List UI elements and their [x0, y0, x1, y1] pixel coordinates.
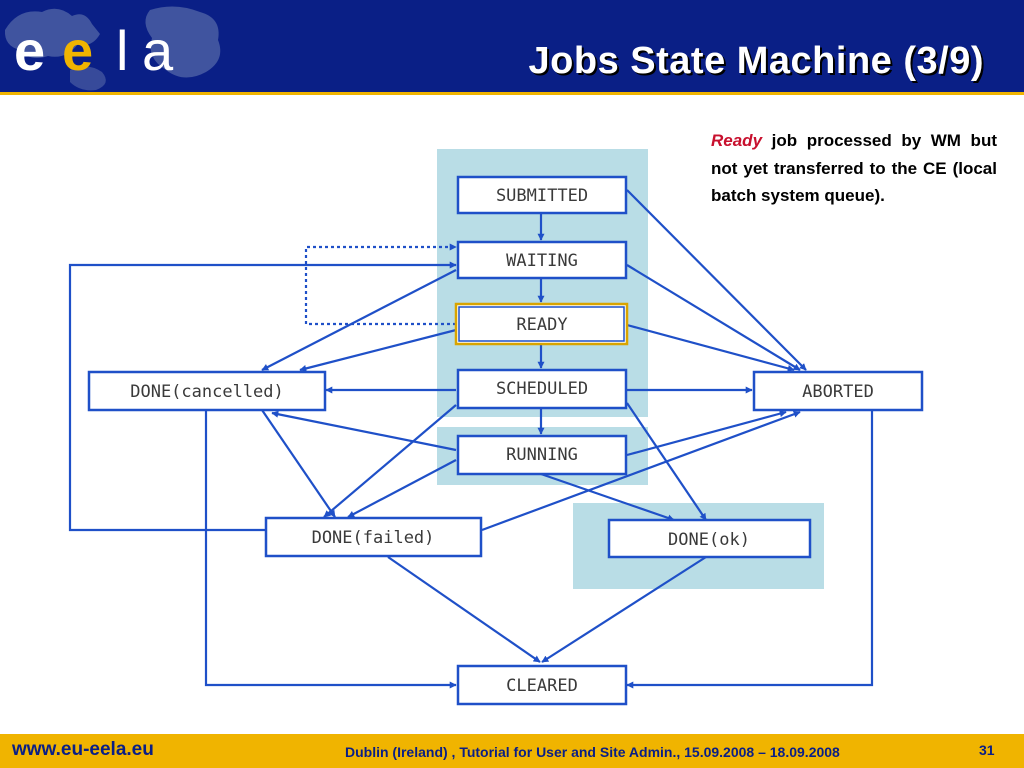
footer-event-text: Dublin (Ireland) , Tutorial for User and… [345, 744, 840, 760]
ready-keyword: Ready [711, 131, 763, 150]
footer-bar: www.eu-eela.eu Dublin (Ireland) , Tutori… [0, 734, 1024, 768]
state-done-failed-label: DONE(failed) [312, 528, 435, 548]
ready-description-text: job processed by WM but not yet transfer… [711, 131, 997, 205]
svg-text:l: l [116, 19, 128, 82]
state-submitted-label: SUBMITTED [496, 186, 588, 206]
state-submitted: SUBMITTED [456, 175, 628, 215]
transition-arrows [68, 189, 874, 689]
state-running: RUNNING [456, 434, 628, 476]
state-ready-label: READY [516, 315, 567, 335]
arrow-cancelled-failed [261, 409, 336, 518]
page-number: 31 [979, 742, 995, 758]
state-aborted-label: ABORTED [802, 382, 874, 402]
svg-text:e: e [14, 19, 45, 82]
state-done-ok-label: DONE(ok) [668, 530, 750, 550]
arrow-ready-waiting-loop [304, 243, 457, 326]
state-done-cancelled: DONE(cancelled) [87, 370, 327, 412]
arrow-scheduled-failed [323, 404, 457, 518]
state-done-cancelled-label: DONE(cancelled) [130, 382, 284, 402]
arrow-submitted-aborted [626, 189, 807, 371]
state-cleared-label: CLEARED [506, 676, 578, 696]
svg-text:e: e [62, 19, 93, 82]
state-aborted: ABORTED [752, 370, 924, 412]
arrow-failed-aborted [481, 410, 801, 532]
arrow-running-doneok [540, 472, 675, 522]
arrow-scheduled-doneok [626, 402, 707, 521]
arrow-failed-cleared [387, 556, 541, 663]
eela-logo: e e l a [4, 6, 221, 91]
state-done-ok: DONE(ok) [607, 518, 812, 559]
state-cleared: CLEARED [456, 664, 628, 706]
arrow-cancelled-cleared [204, 410, 457, 689]
arrow-failed-waiting [68, 261, 457, 532]
state-waiting-label: WAITING [506, 251, 578, 271]
arrow-ready-aborted [626, 323, 795, 372]
arrow-ready-cancelled [299, 328, 457, 372]
footer-url-link[interactable]: www.eu-eela.eu [12, 739, 154, 760]
state-scheduled-label: SCHEDULED [496, 379, 588, 399]
arrow-running-aborted [626, 410, 787, 457]
arrow-waiting-aborted [626, 264, 801, 371]
arrow-aborted-cleared [626, 410, 874, 689]
state-running-label: RUNNING [506, 445, 578, 465]
arrow-running-failed [347, 459, 457, 518]
state-scheduled: SCHEDULED [456, 368, 628, 410]
arrow-running-cancelled [271, 410, 457, 452]
arrow-waiting-cancelled [261, 269, 457, 371]
state-machine-diagram: SUBMITTED WAITING READY SCHEDULED RUNNIN… [68, 149, 924, 706]
state-waiting: WAITING [456, 240, 628, 280]
svg-text:a: a [142, 19, 174, 82]
arrow-doneok-cleared [541, 556, 707, 663]
state-ready: READY [454, 302, 629, 346]
header-bar: e e l a Jobs State Machine (3/9) [0, 0, 1024, 95]
state-done-failed: DONE(failed) [264, 516, 483, 558]
page-title: Jobs State Machine (3/9) [528, 40, 984, 82]
ready-description: Ready job processed by WM but not yet tr… [711, 127, 997, 210]
